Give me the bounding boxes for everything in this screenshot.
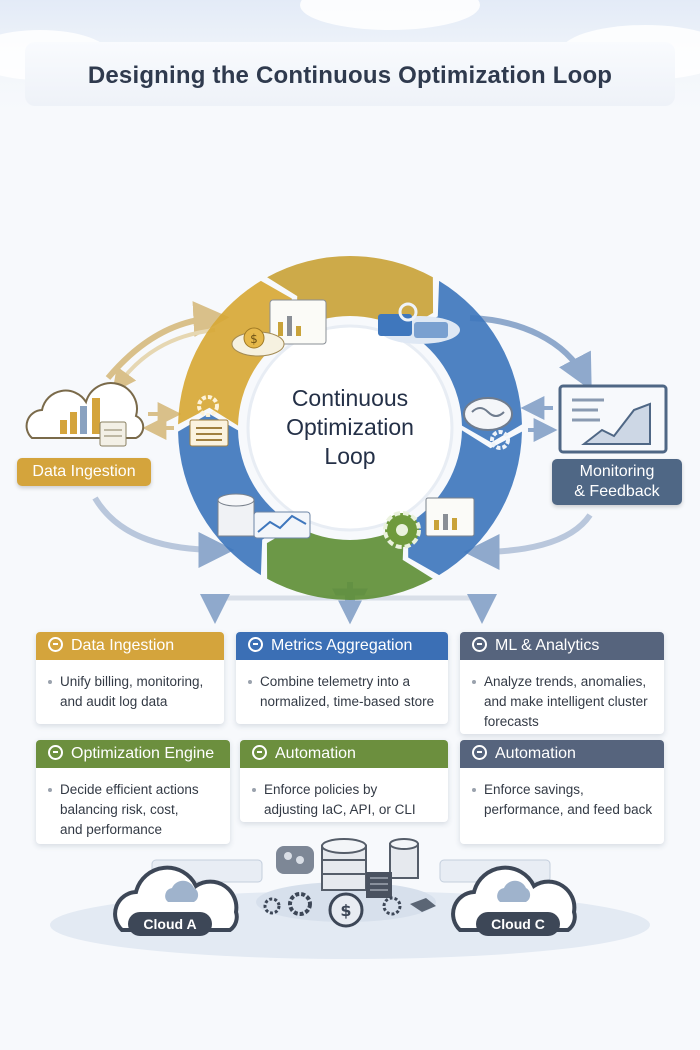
card-line: Enforce policies by (264, 782, 378, 797)
card-title: Metrics Aggregation (271, 637, 413, 654)
data-ingestion-label: Data Ingestion (17, 458, 151, 486)
server-cloud-icon (378, 302, 460, 344)
card-title: Automation (275, 745, 356, 762)
clock-icon (48, 637, 63, 652)
card-line: and performance (60, 822, 163, 837)
card-header: Automation (460, 740, 664, 768)
clock-icon (48, 745, 63, 760)
document-icon (189, 419, 229, 447)
card-line: adjusting IaC, API, or CLI (264, 802, 416, 817)
card-line: and audit log data (60, 694, 168, 709)
cloud-c-label: Cloud C (491, 916, 545, 932)
flow-arrow (463, 513, 593, 570)
clock-icon (252, 745, 267, 760)
center-label-line: Loop (324, 443, 376, 469)
card-description: Enforce policies by adjusting IaC, API, … (240, 768, 448, 828)
card-line: Analyze trends, anomalies, (484, 674, 647, 689)
card-line: Decide efficient actions (60, 782, 199, 797)
cloud-a-label: Cloud A (143, 916, 196, 932)
brain-icon (463, 397, 513, 450)
monitoring-feedback-label: Monitoring & Feedback (552, 459, 682, 505)
card-line: normalized, time-based store (260, 694, 435, 709)
card-line: Unify billing, monitoring, (60, 674, 204, 689)
page-title: Designing the Continuous Optimization Lo… (87, 62, 613, 89)
ring-segment (178, 280, 292, 426)
card-header: Optimization Engine (36, 740, 230, 768)
monitoring-screen-icon (558, 384, 668, 454)
flow-arrow (112, 328, 216, 393)
down-arrow (355, 594, 497, 624)
automation-gear-icon (383, 497, 475, 549)
clock-icon (248, 637, 263, 652)
card-metrics-aggregation: Metrics Aggregation Combine telemetry in… (236, 632, 448, 724)
card-title: Automation (495, 745, 576, 762)
svg-text:$: $ (340, 901, 351, 920)
data-center-icon: $ (256, 838, 436, 928)
card-title: Data Ingestion (71, 637, 175, 654)
card-automation-policies: Automation Enforce policies by adjusting… (240, 740, 448, 822)
down-arrow (200, 594, 345, 624)
card-data-ingestion: Data Ingestion Unify billing, monitoring… (36, 632, 224, 724)
flow-arrow (105, 301, 230, 380)
center-label-line: Optimization (286, 414, 414, 440)
card-header: ML & Analytics (460, 632, 664, 660)
card-description: Analyze trends, anomalies, and make inte… (460, 660, 664, 740)
gear-icon (197, 395, 219, 417)
monitoring-label-line: Monitoring (579, 463, 655, 480)
card-automation-feedback: Automation Enforce savings, performance,… (460, 740, 664, 844)
billing-icon: $ (231, 299, 327, 357)
card-line: forecasts (484, 714, 539, 729)
card-description: Combine telemetry into a normalized, tim… (236, 660, 448, 720)
loop-center (246, 324, 454, 532)
center-label-line: Continuous (291, 385, 409, 411)
loop-center-label: Continuous Optimization Loop (250, 384, 450, 471)
card-line: balancing risk, cost, (60, 802, 179, 817)
card-description: Enforce savings, performance, and feed b… (460, 768, 664, 828)
flow-arrow (469, 315, 592, 391)
monitoring-label-line: & Feedback (574, 483, 660, 500)
card-header: Data Ingestion (36, 632, 224, 660)
card-header: Metrics Aggregation (236, 632, 448, 660)
card-header: Automation (240, 740, 448, 768)
card-line: and make intelligent cluster (484, 694, 648, 709)
card-line: performance, and feed back (484, 802, 653, 817)
clock-icon (472, 745, 487, 760)
card-line: Enforce savings, (484, 782, 584, 797)
svg-text:$: $ (250, 332, 258, 346)
clock-icon (472, 637, 487, 652)
card-line: Combine telemetry into a (260, 674, 411, 689)
card-description: Decide efficient actions balancing risk,… (36, 768, 230, 848)
card-title: Optimization Engine (71, 745, 215, 762)
flow-arrow (92, 496, 235, 568)
database-icon (217, 493, 311, 539)
card-description: Unify billing, monitoring, and audit log… (36, 660, 224, 720)
ingestion-cloud-icon (25, 382, 145, 447)
card-optimization-engine: Optimization Engine Decide efficient act… (36, 740, 230, 844)
title-band (25, 42, 675, 106)
card-ml-analytics: ML & Analytics Analyze trends, anomalies… (460, 632, 664, 734)
cloud-a-pill (128, 912, 212, 936)
card-title: ML & Analytics (495, 637, 600, 654)
cloud-c-pill (476, 912, 560, 936)
